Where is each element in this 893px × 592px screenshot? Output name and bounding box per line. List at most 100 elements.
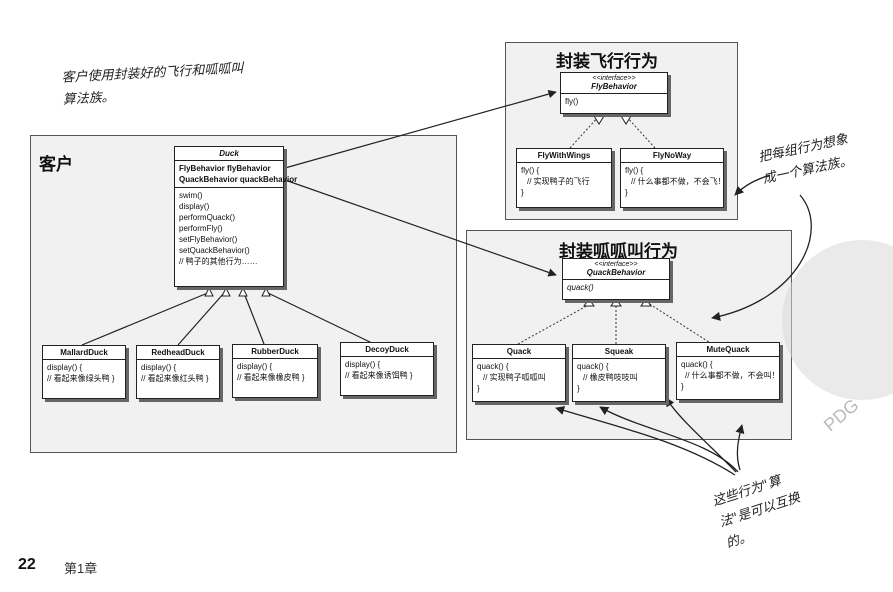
duck-method: display() bbox=[179, 202, 210, 211]
duck-method: setFlyBehavior() bbox=[179, 235, 238, 244]
inherit-line-redhead bbox=[177, 292, 225, 346]
fly-panel-title: 封装飞行行为 bbox=[556, 52, 658, 72]
inherit-line-decoy bbox=[267, 292, 373, 344]
quackbehavior-method: quack() bbox=[567, 283, 594, 292]
has-a-quack-arrow bbox=[284, 179, 557, 277]
flywithwings-line: fly() { bbox=[521, 166, 540, 175]
duck-class[interactable]: Duck FlyBehavior flyBehavior QuackBehavi… bbox=[174, 146, 298, 287]
quackbehavior-name: QuackBehavior bbox=[586, 268, 646, 277]
redheadduck-method: display() { bbox=[141, 363, 177, 372]
inherit-head-3 bbox=[238, 286, 248, 297]
mutequack-line: } bbox=[681, 382, 684, 391]
has-a-fly-arrow bbox=[284, 89, 557, 169]
decoyduck-body: display() { // 看起来像诱饵鸭 } bbox=[341, 357, 433, 383]
quackbehavior-header: <<interface>> QuackBehavior bbox=[563, 259, 669, 280]
swap-arrow-4 bbox=[599, 406, 739, 473]
decoyduck-method: display() { bbox=[345, 360, 381, 369]
quack-class[interactable]: Quack quack() { // 实现鸭子呱呱叫 } bbox=[472, 344, 566, 402]
redheadduck-class[interactable]: RedheadDuck display() { // 看起来像红头鸭 } bbox=[136, 345, 220, 399]
inherit-head-4 bbox=[261, 286, 271, 297]
duck-method: performQuack() bbox=[179, 213, 236, 222]
mallardduck-method: display() { bbox=[47, 363, 83, 372]
quack-panel-title: 封装呱呱叫行为 bbox=[559, 242, 678, 262]
flybehavior-method: fly() bbox=[565, 97, 579, 106]
quack-class-name: Quack bbox=[473, 345, 565, 359]
watermark: PDG bbox=[762, 200, 893, 450]
mallardduck-body: display() { // 看起来像绿头鸭 } bbox=[43, 360, 125, 386]
mallardduck-comment: // 看起来像绿头鸭 } bbox=[47, 374, 115, 383]
inherit-head-1 bbox=[204, 286, 214, 297]
chapter-label: 第1章 bbox=[64, 561, 98, 576]
duck-method: swim() bbox=[179, 191, 203, 200]
mutequack-line: // 什么事都不做，不会叫！ bbox=[685, 371, 780, 380]
inherit-line-rubber bbox=[243, 292, 265, 345]
fly-impl-head-1 bbox=[593, 115, 605, 125]
quack-body: quack() { // 实现鸭子呱呱叫 } bbox=[473, 359, 565, 396]
duck-method: setQuackBehavior() bbox=[179, 246, 250, 255]
rubberduck-body: display() { // 看起来像橡皮鸭 } bbox=[233, 359, 317, 385]
decoyduck-class[interactable]: DecoyDuck display() { // 看起来像诱饵鸭 } bbox=[340, 342, 434, 396]
family-note-arrow-fly bbox=[734, 174, 771, 196]
redheadduck-class-name: RedheadDuck bbox=[137, 346, 219, 360]
flynoway-class-name: FlyNoWay bbox=[621, 149, 723, 163]
duck-methods: swim() display() performQuack() performF… bbox=[175, 188, 283, 269]
mallardduck-class-name: MallardDuck bbox=[43, 346, 125, 360]
swap-arrow-3 bbox=[735, 424, 745, 471]
duck-class-name: Duck bbox=[175, 147, 283, 161]
quack-impl-head-1 bbox=[583, 298, 595, 307]
flynoway-line: // 什么事都不做，不会飞！ bbox=[631, 177, 726, 186]
duck-method: // 鸭子的其他行为…… bbox=[179, 257, 258, 266]
redheadduck-comment: // 看起来像红头鸭 } bbox=[141, 374, 209, 383]
quackbehavior-interface[interactable]: <<interface>> QuackBehavior quack() bbox=[562, 258, 670, 300]
page-number: 22 bbox=[18, 556, 36, 573]
flybehavior-name: FlyBehavior bbox=[591, 82, 637, 91]
flywithwings-class-name: FlyWithWings bbox=[517, 149, 611, 163]
mallardduck-class[interactable]: MallardDuck display() { // 看起来像绿头鸭 } bbox=[42, 345, 126, 399]
impl-line-flynoway bbox=[624, 114, 656, 149]
swap-arrow-2 bbox=[665, 397, 737, 473]
family-note-arrow-quack bbox=[711, 194, 812, 321]
quack-line: quack() { bbox=[477, 362, 509, 371]
impl-line-quack bbox=[517, 302, 593, 345]
flybehavior-stereotype: <<interface>> bbox=[592, 75, 636, 82]
inherit-head-2 bbox=[221, 286, 231, 297]
flynoway-body: fly() { // 什么事都不做，不会飞！ } bbox=[621, 163, 726, 200]
flynoway-class[interactable]: FlyNoWay fly() { // 什么事都不做，不会飞！ } bbox=[620, 148, 726, 208]
client-panel-title: 客户 bbox=[39, 155, 73, 175]
flybehavior-methods: fly() bbox=[561, 94, 667, 109]
flywithwings-line: // 实现鸭子的飞行 bbox=[527, 177, 590, 186]
quackbehavior-stereotype: <<interface>> bbox=[594, 261, 638, 268]
squeak-line: } bbox=[577, 384, 580, 393]
squeak-line: quack() { bbox=[577, 362, 609, 371]
flynoway-line: fly() { bbox=[625, 166, 644, 175]
flywithwings-body: fly() { // 实现鸭子的飞行 } bbox=[517, 163, 611, 200]
squeak-class[interactable]: Squeak quack() { // 橡皮鸭吱吱叫 } bbox=[572, 344, 666, 402]
mutequack-class-name: MuteQuack bbox=[677, 343, 779, 357]
squeak-line: // 橡皮鸭吱吱叫 bbox=[583, 373, 638, 382]
flywithwings-line: } bbox=[521, 188, 524, 197]
decoyduck-class-name: DecoyDuck bbox=[341, 343, 433, 357]
impl-line-mutequack bbox=[647, 302, 713, 345]
redheadduck-body: display() { // 看起来像红头鸭 } bbox=[137, 360, 219, 386]
mutequack-class[interactable]: MuteQuack quack() { // 什么事都不做，不会叫！ } bbox=[676, 342, 780, 400]
rubberduck-class-name: RubberDuck bbox=[233, 345, 317, 359]
mutequack-line: quack() { bbox=[681, 360, 713, 369]
swap-arrow-1 bbox=[555, 406, 736, 476]
flywithwings-class[interactable]: FlyWithWings fly() { // 实现鸭子的飞行 } bbox=[516, 148, 612, 208]
decoyduck-comment: // 看起来像诱饵鸭 } bbox=[345, 371, 413, 380]
mutequack-body: quack() { // 什么事都不做，不会叫！ } bbox=[677, 357, 780, 394]
rubberduck-comment: // 看起来像橡皮鸭 } bbox=[237, 373, 305, 382]
impl-line-flywithwings bbox=[569, 114, 601, 149]
quackbehavior-methods: quack() bbox=[563, 280, 669, 295]
quack-impl-head-3 bbox=[640, 298, 652, 307]
quack-impl-head-2 bbox=[610, 298, 622, 307]
flybehavior-header: <<interface>> FlyBehavior bbox=[561, 73, 667, 94]
flybehavior-interface[interactable]: <<interface>> FlyBehavior fly() bbox=[560, 72, 668, 114]
flynoway-line: } bbox=[625, 188, 628, 197]
inherit-line-mallard bbox=[81, 291, 211, 346]
duck-method: performFly() bbox=[179, 224, 223, 233]
rubberduck-class[interactable]: RubberDuck display() { // 看起来像橡皮鸭 } bbox=[232, 344, 318, 398]
fly-impl-head-2 bbox=[620, 115, 632, 125]
duck-field: QuackBehavior quackBehavior bbox=[179, 175, 298, 184]
